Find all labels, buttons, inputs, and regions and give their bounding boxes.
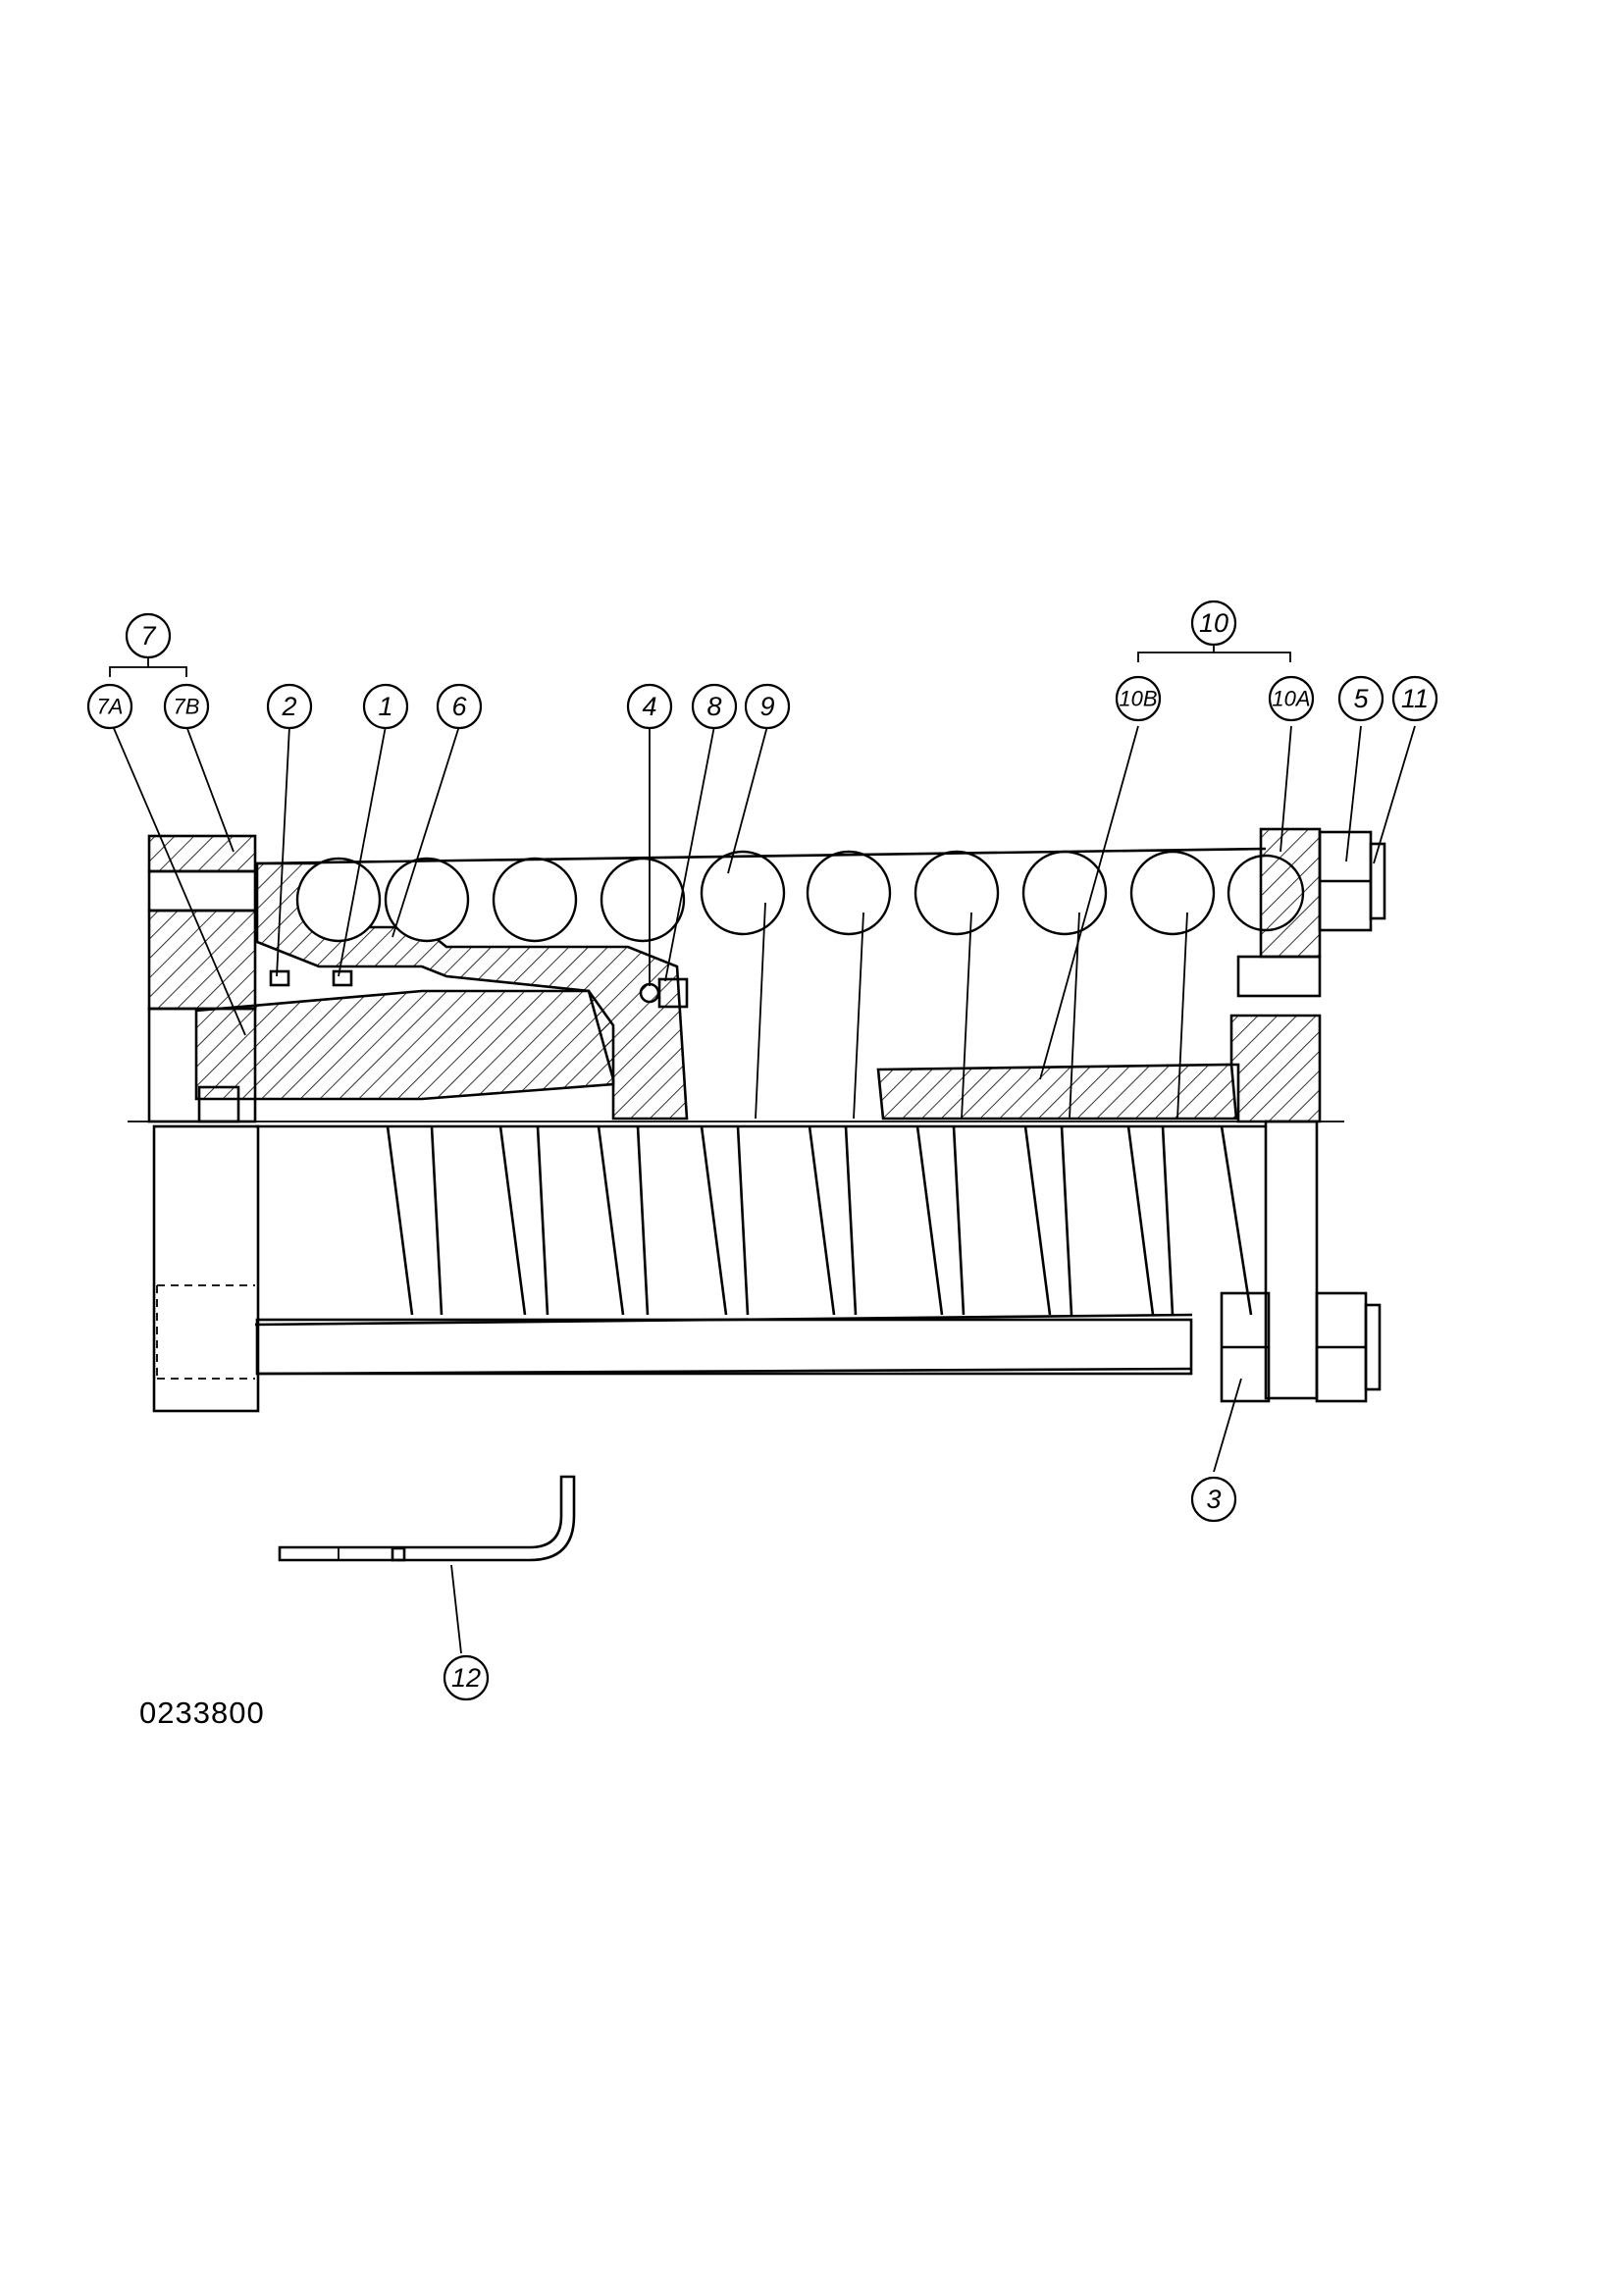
callout-7B: 7B [163, 683, 210, 730]
callout-5: 5 [1337, 675, 1384, 722]
callout-2: 2 [266, 683, 313, 730]
svg-text:7: 7 [140, 621, 156, 651]
callout-7A: 7A [86, 683, 133, 730]
svg-text:3: 3 [1206, 1485, 1221, 1514]
callout-12: 12 [443, 1654, 490, 1701]
tie-rod [255, 830, 1386, 1403]
callout-3: 3 [1190, 1476, 1237, 1523]
svg-text:1: 1 [378, 692, 392, 721]
svg-text:5: 5 [1353, 684, 1369, 713]
svg-text:7A: 7A [97, 695, 124, 719]
inner-sleeve [876, 1063, 1238, 1121]
callout-10A: 10A [1268, 675, 1315, 722]
lower-spring [254, 902, 1266, 1376]
outer-spring-top [254, 847, 1305, 943]
bracket-7 [109, 655, 187, 677]
callout-1: 1 [362, 683, 409, 730]
callout-8: 8 [691, 683, 738, 730]
left-end-plate [147, 834, 260, 1413]
callout-10: 10 [1190, 600, 1237, 647]
callout-4: 4 [626, 683, 673, 730]
drawing-number: 0233800 [139, 1696, 265, 1730]
right-end-plate [1229, 827, 1322, 1400]
callout-10B: 10B [1115, 675, 1162, 722]
svg-text:10B: 10B [1119, 687, 1157, 711]
svg-text:12: 12 [451, 1663, 481, 1693]
svg-text:8: 8 [706, 692, 721, 721]
svg-text:10: 10 [1199, 608, 1228, 638]
svg-text:11: 11 [1401, 684, 1429, 713]
leader-lines [112, 725, 1416, 1654]
callout-11: 11 [1391, 675, 1438, 722]
hex-key [278, 1475, 576, 1562]
svg-text:4: 4 [642, 692, 656, 721]
svg-text:10A: 10A [1272, 687, 1310, 711]
svg-text:7B: 7B [174, 695, 200, 719]
svg-text:6: 6 [451, 692, 467, 721]
svg-text:2: 2 [281, 692, 296, 721]
callout-7: 7 [125, 612, 172, 659]
svg-text:9: 9 [759, 692, 774, 721]
callout-6: 6 [436, 683, 483, 730]
piston-rod [194, 989, 615, 1123]
callout-9: 9 [744, 683, 791, 730]
